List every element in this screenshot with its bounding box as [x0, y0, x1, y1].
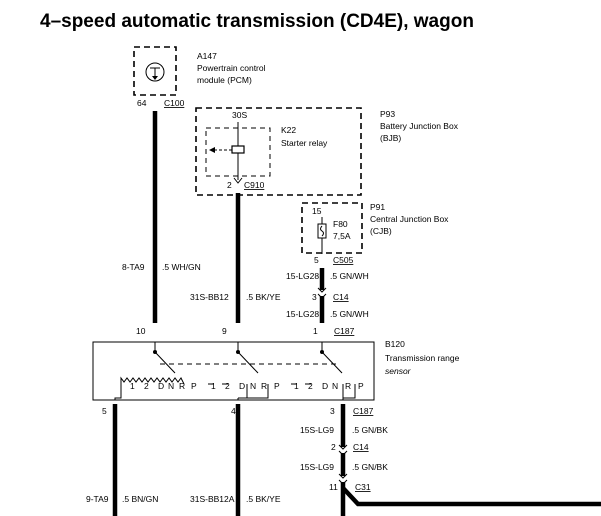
pcm-id: A147 — [197, 51, 217, 61]
trs-name-line2: sensor — [385, 366, 412, 376]
trs-name-line1: Transmission range — [385, 353, 460, 363]
pcm-module: A147 Powertrain control module (PCM) 64 … — [133, 46, 266, 108]
svg-text:D: D — [158, 381, 164, 391]
svg-text:R: R — [179, 381, 185, 391]
wire-label-spec-2: .5 BK/YE — [246, 292, 281, 302]
inline-connector-c31 — [337, 473, 601, 507]
trs-bottom-connector: C187 — [353, 406, 374, 416]
starter-relay — [205, 127, 271, 184]
trs-top-pin-10: 10 — [136, 326, 146, 336]
fuse-rating: 7,5A — [333, 231, 351, 241]
c14-bottom-connector: C14 — [353, 442, 369, 452]
c31-connector: C31 — [355, 482, 371, 492]
wire-label-circuit-3: 15-LG28 — [286, 271, 319, 281]
relay-id: K22 — [281, 125, 296, 135]
battery-junction-box: P93 Battery Junction Box (BJB) 30S K22 S… — [195, 107, 459, 196]
trs-bottom-pin-4: 4 — [231, 406, 236, 416]
svg-text:D: D — [239, 381, 245, 391]
wire-label-circuit-1: 8-TA9 — [122, 262, 145, 272]
fuse-icon — [317, 223, 327, 239]
svg-text:2: 2 — [144, 381, 149, 391]
cjb-supply-label: 15 — [312, 206, 322, 216]
wire-label-circuit-5: 15S-LG9 — [300, 425, 334, 435]
cjb-id: P91 — [370, 202, 385, 212]
svg-text:D: D — [322, 381, 328, 391]
trs-top-pin-9: 9 — [222, 326, 227, 336]
bjb-name-line1: Battery Junction Box — [380, 121, 459, 131]
wire-label-spec-8: .5 BK/YE — [246, 494, 281, 504]
trs-bottom-pin-5: 5 — [102, 406, 107, 416]
svg-text:N: N — [332, 381, 338, 391]
cjb-name-line2: (CJB) — [370, 226, 392, 236]
wire-label-spec-3: .5 GN/WH — [330, 271, 369, 281]
c14-top-connector: C14 — [333, 292, 349, 302]
bjb-supply-label: 30S — [232, 110, 247, 120]
c31-pin: 11 — [329, 482, 338, 492]
svg-text:R: R — [261, 381, 267, 391]
wire-label-spec-4: .5 GN/WH — [330, 309, 369, 319]
inline-connector-c14-bottom — [337, 444, 349, 456]
transmission-range-sensor: B120 Transmission range sensor 1 2 D N R… — [92, 339, 460, 401]
pcm-name-line2: module (PCM) — [197, 75, 252, 85]
wire-label-circuit-8: 31S-BB12A — [190, 494, 235, 504]
svg-text:2: 2 — [225, 381, 230, 391]
wire-label-circuit-7: 9-TA9 — [86, 494, 109, 504]
trs-id: B120 — [385, 339, 405, 349]
c14-top-pin: 3 — [312, 292, 317, 302]
relay-arrow-icon — [209, 147, 215, 153]
pcm-pin: 64 — [137, 98, 147, 108]
inline-connector-c14-top — [316, 287, 328, 299]
svg-text:1: 1 — [211, 381, 216, 391]
pcm-symbol-icon — [145, 62, 165, 82]
wire-label-circuit-4: 15-LG28 — [286, 309, 319, 319]
svg-text:2: 2 — [308, 381, 313, 391]
cjb-connector: C505 — [333, 255, 354, 265]
trs-position-scale-c: 1 2 D N R P — [291, 381, 364, 399]
wire-label-spec-7: .5 BN/GN — [122, 494, 158, 504]
wire-label-spec-6: .5 GN/BK — [352, 462, 388, 472]
wire-c31-branch — [341, 486, 601, 507]
svg-text:P: P — [191, 381, 197, 391]
bjb-pin: 2 — [227, 180, 232, 190]
bjb-name-line2: (BJB) — [380, 133, 401, 143]
svg-text:R: R — [345, 381, 351, 391]
wire-label-circuit-2: 31S-BB12 — [190, 292, 229, 302]
wire-label-spec-1: .5 WH/GN — [162, 262, 201, 272]
trs-top-connector: C187 — [334, 326, 355, 336]
trs-position-scale-a: 1 2 D N R P — [120, 376, 197, 391]
trs-bottom-pin-3: 3 — [330, 406, 335, 416]
bjb-id: P93 — [380, 109, 395, 119]
svg-text:P: P — [274, 381, 280, 391]
fuse-id: F80 — [333, 219, 348, 229]
svg-text:1: 1 — [294, 381, 299, 391]
svg-text:1: 1 — [130, 381, 135, 391]
svg-text:N: N — [168, 381, 174, 391]
pcm-connector: C100 — [164, 98, 185, 108]
c14-bottom-pin: 2 — [331, 442, 336, 452]
central-junction-box: P91 Central Junction Box (CJB) 15 F80 7,… — [301, 202, 449, 265]
trs-position-scale-b: 1 2 D N R P — [208, 381, 280, 399]
cjb-pin: 5 — [314, 255, 319, 265]
diagram-title: 4–speed automatic transmission (CD4E), w… — [40, 11, 474, 32]
cjb-name-line1: Central Junction Box — [370, 214, 449, 224]
wire-label-circuit-6: 15S-LG9 — [300, 462, 334, 472]
svg-text:N: N — [250, 381, 256, 391]
bjb-connector: C910 — [244, 180, 265, 190]
svg-text:P: P — [358, 381, 364, 391]
relay-name: Starter relay — [281, 138, 328, 148]
pcm-name-line1: Powertrain control — [197, 63, 266, 73]
wire-label-spec-5: .5 GN/BK — [352, 425, 388, 435]
relay-coil-icon — [231, 145, 245, 154]
trs-top-pin-1: 1 — [313, 326, 318, 336]
